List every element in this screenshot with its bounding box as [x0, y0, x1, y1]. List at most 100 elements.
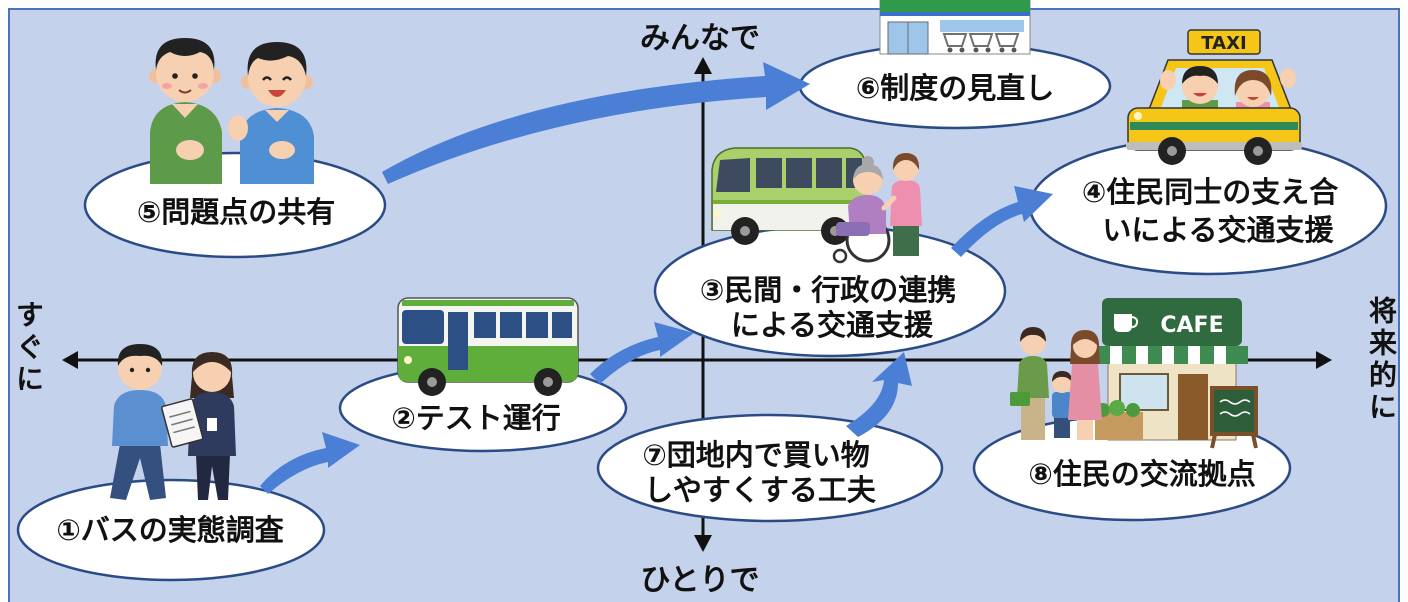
node-1-label: ①バスの実態調査: [56, 513, 284, 547]
minibus-stripe: [713, 200, 865, 204]
cafe-family-illustration: CAFE: [1010, 298, 1258, 449]
bus-headlight: [404, 356, 412, 364]
head: [1052, 373, 1072, 393]
node-7-label-line2: しやすくする工夫: [644, 473, 877, 507]
node-6-label: ⑥制度の見直し: [856, 71, 1055, 105]
mouth: [178, 89, 192, 94]
node-8-label: ⑧住民の交流拠点: [1028, 457, 1256, 491]
two-men-talking-illustration: [149, 38, 314, 184]
chalkboard-sign: [1210, 386, 1258, 449]
caregiver-pants: [893, 224, 919, 256]
mouth: [268, 90, 286, 97]
bus-lower-green: [398, 346, 578, 382]
wheel: [1011, 47, 1017, 53]
convenience-store-illustration: [879, 0, 1031, 55]
hair: [247, 42, 307, 76]
survey-people-illustration: [110, 344, 236, 500]
minibus-front-window: [716, 158, 750, 192]
mouth: [1193, 93, 1207, 97]
cafe-sign-text: CAFE: [1160, 313, 1223, 338]
eye: [129, 367, 135, 373]
eye: [192, 73, 198, 79]
clipboard-board: [161, 398, 204, 448]
collar: [172, 104, 198, 118]
flow-arrows: [260, 62, 1053, 494]
legs: [110, 444, 166, 500]
cart: [942, 33, 968, 47]
caregiver: [881, 153, 922, 256]
awning-stripe: [1214, 346, 1226, 364]
awning-stripe: [1162, 346, 1174, 364]
node-2-label: ②テスト運行: [391, 401, 561, 435]
father: [1010, 327, 1049, 440]
cart: [994, 33, 1020, 47]
bus-front-window: [402, 310, 444, 344]
hair: [117, 344, 163, 366]
axis-arrowhead-left: [62, 351, 78, 369]
wheel: [999, 47, 1005, 53]
caregiver-hair: [892, 153, 920, 170]
hand: [269, 141, 295, 159]
arrow-1-to-2: [260, 432, 360, 494]
taxi-wheel-hub: [1167, 146, 1177, 156]
taxi-illustration: TAXI: [1126, 29, 1302, 165]
bus-door: [448, 312, 468, 370]
taxi-roof-sign: [1187, 29, 1261, 55]
hair: [155, 38, 215, 70]
hair: [1052, 371, 1072, 382]
cart-wheels: [947, 47, 1017, 53]
minibus-window: [786, 158, 812, 188]
man-walking: [110, 344, 168, 500]
dress: [1068, 357, 1102, 420]
man-blue-shirt: [228, 42, 314, 184]
arrow-2-to-3: [590, 322, 694, 384]
waving-hand: [1160, 70, 1176, 90]
awning-stripe: [1188, 346, 1200, 364]
minibus-window: [816, 158, 842, 188]
taxi-headlight: [1134, 112, 1142, 120]
raised-hand: [228, 115, 248, 141]
minibus-wheel-hub: [740, 226, 750, 236]
wheel: [959, 47, 965, 53]
store-window: [940, 20, 1024, 32]
wheelchair-small-wheel: [832, 248, 848, 264]
store-blue-band: [880, 12, 1030, 16]
head: [1182, 68, 1218, 104]
bus-window: [552, 312, 572, 338]
caregiver-body: [890, 180, 922, 226]
mother: [1068, 330, 1102, 440]
cafe-door: [1178, 374, 1208, 440]
caregiver-arm: [881, 195, 897, 211]
node-4-label-line1: ④住民同士の支え合: [1082, 175, 1339, 209]
axis-label-bottom: ひとりで: [640, 563, 759, 598]
cafe-sign-board: [1102, 298, 1242, 346]
shopping-basket: [1010, 392, 1030, 406]
axis-label-left: すぐに: [12, 300, 45, 396]
chalk-scribble: [1219, 399, 1251, 417]
body: [112, 390, 168, 446]
arrow-3-to-4: [951, 186, 1053, 257]
wheel: [947, 47, 953, 53]
bus-illustration: [397, 297, 579, 396]
grandma-hair-bun: [862, 156, 874, 168]
taxi-sign-text: TAXI: [1201, 33, 1246, 54]
blush: [198, 83, 208, 89]
awning-stripe: [1136, 346, 1148, 364]
bangs: [193, 354, 231, 372]
legs: [1077, 418, 1093, 440]
plant: [1126, 403, 1140, 417]
clipboard-line: [173, 426, 195, 434]
store-green-band: [880, 0, 1030, 12]
cafe: CAFE: [1095, 298, 1258, 449]
shirt: [1052, 392, 1072, 418]
eye: [282, 76, 292, 81]
eye: [172, 73, 178, 79]
child: [1052, 371, 1072, 438]
bus-wheel-hub: [543, 377, 553, 387]
shopping-carts: [942, 33, 1020, 47]
bus-window: [526, 312, 548, 338]
awning-stripe: [1110, 346, 1122, 364]
coffee-cup-handle: [1131, 316, 1139, 328]
man-green-shirt: [149, 38, 222, 184]
